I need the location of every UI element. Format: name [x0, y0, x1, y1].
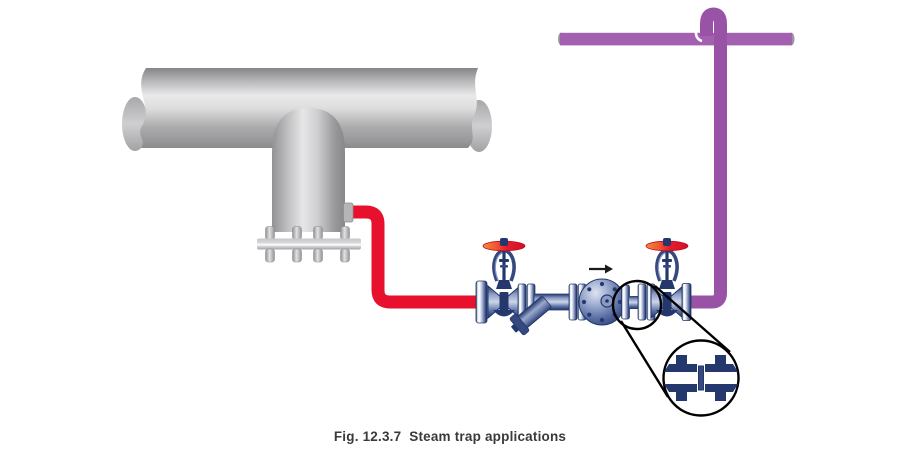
callout-line-right: [654, 285, 731, 353]
swan-neck-loop: [690, 7, 727, 309]
handwheel-hub: [663, 238, 671, 246]
pipe-body: [140, 68, 479, 148]
valve-yoke-highlight: [494, 251, 505, 281]
inlet-flange: [475, 280, 488, 324]
return-line-pipe: [560, 32, 792, 46]
valve-bonnet: [496, 280, 512, 289]
valve-bottom-bulge: [656, 310, 678, 317]
strainer-leg: [509, 296, 552, 336]
pocket-body: [272, 108, 345, 232]
valve-bonnet: [659, 280, 675, 289]
valve-spindle-nut: [499, 259, 509, 262]
condensate-pipe-red: [347, 205, 477, 309]
flange-bolts-bottom: [265, 248, 350, 263]
downstream-isolation-valve: [645, 238, 689, 320]
trap-set: [475, 238, 692, 336]
pocket-bottom-flange: [257, 226, 361, 263]
callout-line-left: [619, 320, 670, 398]
valve-yoke-highlight: [657, 251, 668, 281]
trap-cover-dot: [605, 299, 609, 303]
pocket-outlet-boss: [343, 202, 354, 223]
flange-plate: [257, 238, 361, 250]
detail-flange-top-right: [705, 355, 738, 372]
y-strainer: [509, 293, 572, 336]
flow-direction-arrow: [589, 264, 613, 274]
trap-cover-bolts: [581, 281, 623, 323]
upstream-isolation-valve: [482, 238, 526, 320]
strainer-plug: [511, 324, 519, 333]
valve-spindle-nut2: [500, 265, 508, 268]
valve-spindle-nut2: [663, 265, 671, 268]
flange: [637, 283, 647, 321]
callout-source-circle: [611, 279, 663, 331]
condensate-return-line: [558, 32, 795, 46]
flange: [568, 283, 578, 321]
detail-flange-top-left: [664, 355, 697, 372]
check-valve-cross-section-detail: [664, 355, 738, 401]
drain-pocket: [272, 108, 345, 232]
valve-spindle-nut: [662, 259, 672, 262]
flange: [621, 284, 630, 320]
flange-bolts-top: [265, 226, 350, 240]
strainer-cap: [509, 313, 530, 336]
valve-center: [499, 292, 509, 312]
figure-caption: Fig. 12.3.7 Steam trap applications: [333, 429, 567, 444]
detail-flange-bottom-left: [664, 384, 697, 401]
handwheel-hub: [500, 238, 508, 246]
steam-main-pipe: [122, 68, 492, 152]
detail-flange-bottom-right: [705, 384, 738, 401]
valve-bottom-bulge: [493, 310, 515, 317]
check-valve-spool: [629, 296, 640, 309]
magnifier-callout: [611, 279, 740, 417]
detail-check-disc: [698, 365, 704, 391]
riser-pipe-purple: [690, 7, 727, 309]
